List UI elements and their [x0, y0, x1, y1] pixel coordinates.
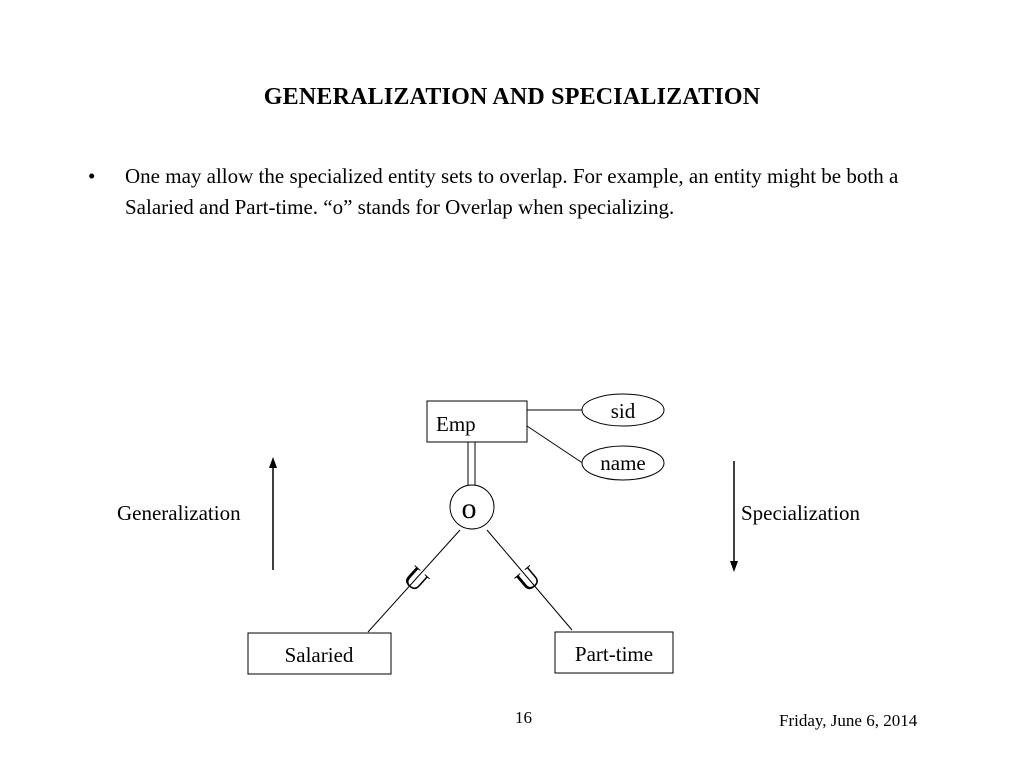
specialization-arrow-head [730, 561, 738, 572]
slide-title: GENERALIZATION AND SPECIALIZATION [263, 84, 761, 110]
slide-number: 16 [515, 708, 532, 727]
generalization-label: Generalization [117, 501, 241, 525]
specialization-label: Specialization [741, 501, 860, 525]
sid-attribute-label: sid [611, 399, 636, 423]
parttime-link [486, 529, 573, 631]
overlap-symbol: o [462, 492, 477, 525]
salaried-entity-label: Salaried [285, 643, 354, 667]
parttime-entity-box [554, 631, 674, 674]
emp-entity-label: Emp [436, 412, 476, 436]
name-link [526, 425, 585, 465]
generalization-arrow-head [269, 457, 277, 468]
sid-attribute [581, 393, 665, 427]
emp-entity-box [426, 400, 528, 443]
name-attribute [581, 445, 665, 481]
bullet-marker: • [88, 164, 96, 188]
parttime-entity-label: Part-time [575, 642, 653, 666]
salaried-entity-box [247, 632, 392, 675]
overlap-circle [449, 484, 495, 530]
subset-symbol-right: U [509, 560, 547, 599]
bullet-text: One may allow the specialized entity set… [125, 164, 899, 219]
salaried-link [367, 529, 461, 633]
slide-date: Friday, June 6, 2014 [779, 711, 918, 730]
name-attribute-label: name [600, 451, 645, 475]
